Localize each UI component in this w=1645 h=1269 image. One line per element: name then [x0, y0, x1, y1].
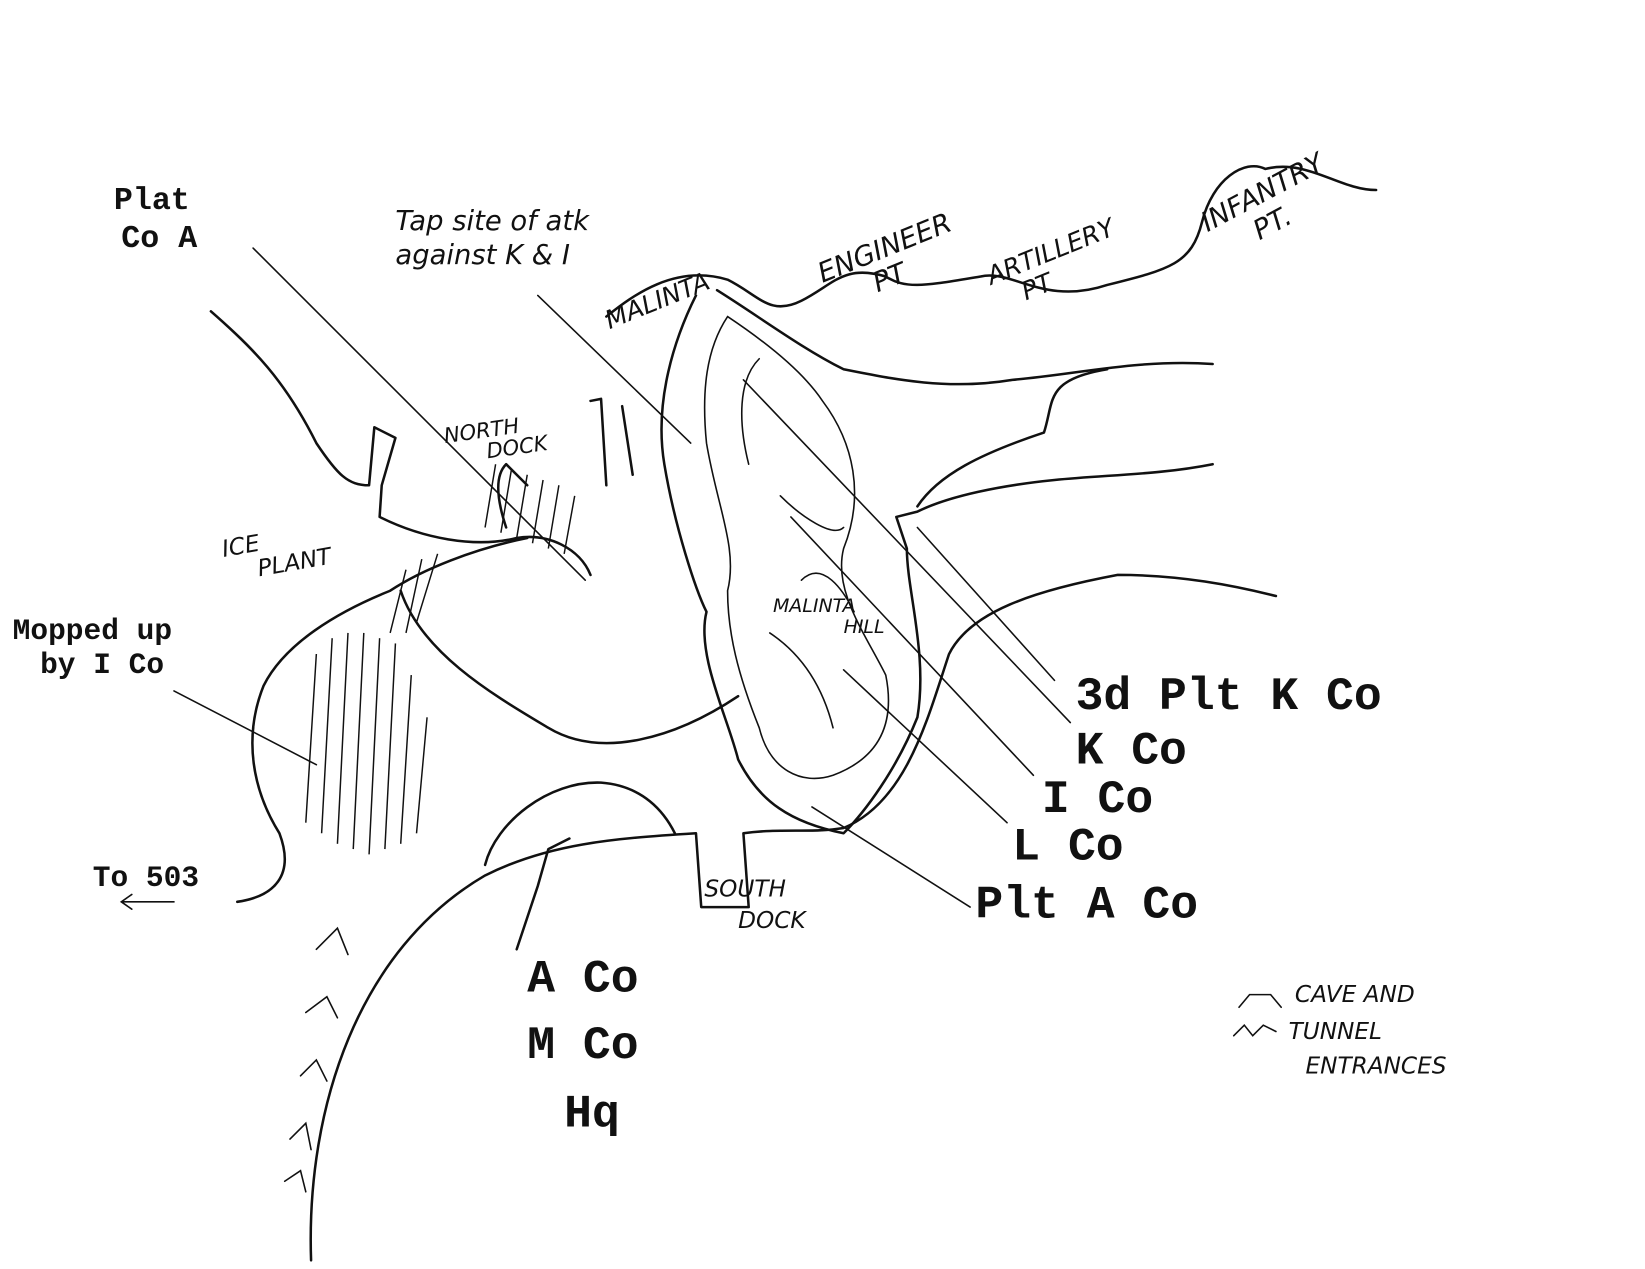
label-a-co: A Co — [527, 952, 638, 1005]
label-north-dock: NORTHDOCK — [442, 409, 551, 469]
label-l-co: L Co — [1012, 821, 1123, 874]
coastline — [209, 165, 1378, 1262]
label-to-503: To 503 — [93, 861, 199, 895]
label-m-co: M Co — [527, 1019, 638, 1072]
label-3d-plt-k-co: 3d Plt K Co — [1076, 670, 1382, 723]
label-infantry-pt: INFANTRYPT. — [1196, 147, 1346, 267]
cave-markers — [283, 926, 349, 1193]
hill-contours — [703, 315, 890, 780]
label-k-co: K Co — [1076, 725, 1187, 778]
label-i-co: I Co — [1042, 773, 1153, 826]
label-artillery-pt: ARTILLERYPT — [981, 212, 1132, 317]
label-malinta-pt: MALINTA — [601, 267, 714, 335]
label-ice-plant: ICEPLANT — [220, 518, 335, 588]
label-engineer-pt: ENGINEERPT — [814, 208, 968, 317]
pointer-lines — [119, 247, 1072, 910]
cave-entrance-icon — [1238, 993, 1282, 1009]
hatched-areas — [305, 464, 576, 855]
label-hq: Hq — [564, 1087, 620, 1140]
tunnel-entrance-icon — [1232, 1024, 1277, 1037]
label-plt-a-co: Plt A Co — [975, 879, 1198, 932]
